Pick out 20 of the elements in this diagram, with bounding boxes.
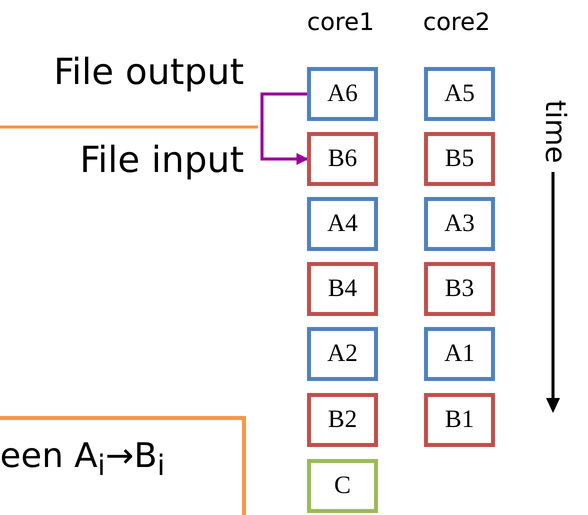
task-box: A6: [307, 67, 378, 121]
task-box: A2: [307, 327, 378, 381]
column-header: core1: [307, 8, 374, 36]
task-box: B3: [424, 262, 495, 316]
task-box: B1: [424, 393, 495, 447]
task-box: A3: [424, 197, 495, 251]
arrow: [260, 92, 308, 165]
axis-label: time: [539, 100, 572, 164]
task-box: A5: [424, 67, 495, 121]
annotation-text: File input: [78, 140, 244, 181]
task-box: B6: [307, 132, 378, 186]
task-box: B5: [424, 132, 495, 186]
task-box: C: [307, 459, 378, 513]
task-box: A1: [424, 327, 495, 381]
task-box: B4: [307, 262, 378, 316]
column-header: core2: [423, 8, 490, 36]
note-box: een A$_{i}$→B$_{i}$: [0, 416, 246, 515]
annotation-text: File output: [52, 52, 244, 93]
task-box: B2: [307, 393, 378, 447]
task-box: A4: [307, 197, 378, 251]
